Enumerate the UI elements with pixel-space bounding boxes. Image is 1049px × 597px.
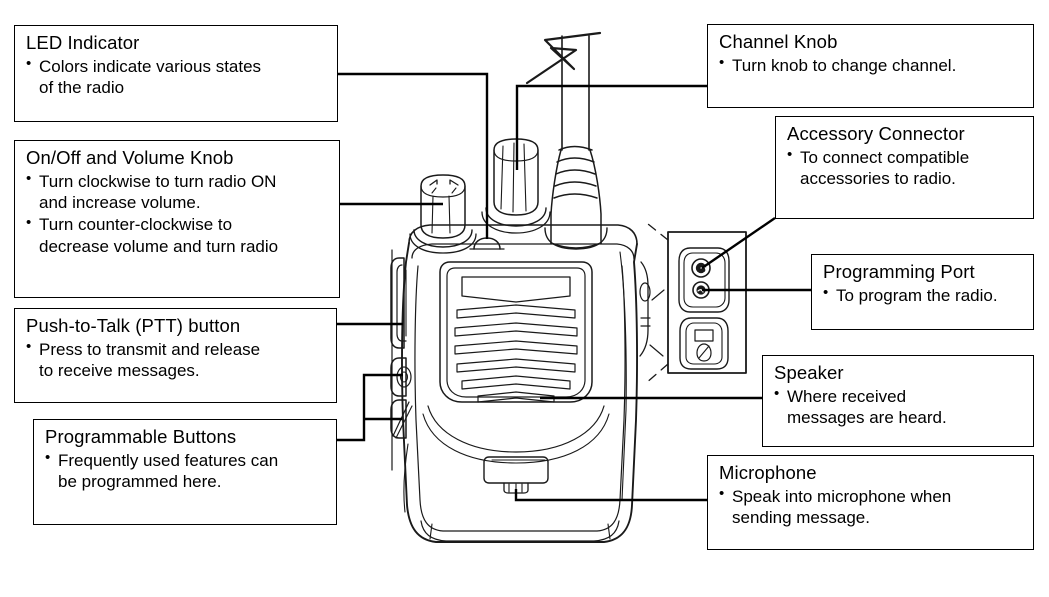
break-symbol [525, 31, 602, 85]
callout-programming-port: Programming Port To program the radio. [811, 254, 1034, 330]
bullet-line-2: accessories to radio. [800, 168, 956, 188]
bullet-line-2: sending message. [732, 507, 870, 527]
bullet-line-1: Frequently used features can [58, 450, 279, 470]
bullet-line-2: to receive messages. [39, 360, 200, 380]
bullet-line-2: messages are heard. [787, 407, 947, 427]
bullet-line-2: and increase volume. [39, 192, 201, 212]
bullet-line-2: decrease volume and turn radio [39, 236, 279, 256]
accessory-detail-panel [667, 231, 747, 374]
callout-title: Microphone [719, 462, 817, 483]
callout-bullets: Turn clockwise to turn radio ON and incr… [26, 170, 330, 258]
callout-title: Accessory Connector [787, 123, 965, 144]
leader-prog-upper [337, 373, 403, 442]
callout-bullet: Turn clockwise to turn radio ON and incr… [26, 170, 330, 214]
callout-title: Speaker [774, 362, 844, 383]
bullet-line-1: Colors indicate various states [39, 56, 262, 76]
bullet-line-2: of the radio [39, 77, 125, 97]
callout-bullet: To connect compatible accessories to rad… [787, 146, 1024, 190]
callout-speaker: Speaker Where received messages are hear… [762, 355, 1034, 447]
callout-bullets: Speak into microphone when sending messa… [719, 485, 1024, 529]
callout-bullets: To program the radio. [823, 284, 1024, 306]
callout-bullet: Press to transmit and release to receive… [26, 338, 327, 382]
leader-channel-knob [515, 84, 707, 170]
callout-bullets: Frequently used features can be programm… [45, 449, 327, 493]
callout-channel-knob: Channel Knob Turn knob to change channel… [707, 24, 1034, 108]
callout-title: LED Indicator [26, 32, 140, 53]
callout-volume-knob: On/Off and Volume Knob Turn clockwise to… [14, 140, 340, 298]
callout-bullet: Colors indicate various states of the ra… [26, 55, 328, 99]
bullet-line-1: Speak into microphone when [732, 486, 952, 506]
leader-led [337, 72, 489, 239]
callout-title: Push-to-Talk (PTT) button [26, 315, 241, 336]
callout-bullets: Press to transmit and release to receive… [26, 338, 327, 382]
callout-bullets: Turn knob to change channel. [719, 54, 1024, 76]
callout-title: Channel Knob [719, 31, 838, 52]
callout-bullets: To connect compatible accessories to rad… [787, 146, 1024, 190]
bullet-line-1: Turn counter-clockwise to [39, 215, 233, 235]
lower-front-contour [422, 405, 610, 464]
callout-programmable-buttons: Programmable Buttons Frequently used fea… [33, 419, 337, 525]
volume-knob [409, 174, 477, 254]
callout-led-indicator: LED Indicator Colors indicate various st… [14, 25, 338, 122]
accessory-area-on-body [639, 261, 651, 357]
callout-bullet: Speak into microphone when sending messa… [719, 485, 1024, 529]
callout-microphone: Microphone Speak into microphone when se… [707, 455, 1034, 550]
leader-accessory-connector [701, 217, 776, 269]
callout-bullet: Where received messages are heard. [774, 385, 1024, 429]
leader-microphone [514, 489, 707, 502]
callout-bullet: Turn counter-clockwise to decrease volum… [26, 214, 330, 257]
bullet-line-1: Where received [787, 386, 907, 406]
callout-bullet: Frequently used features can be programm… [45, 449, 327, 493]
callout-title: On/Off and Volume Knob [26, 147, 234, 168]
body-right-scuff [649, 289, 665, 357]
bullet-line-1: To program the radio. [836, 285, 998, 305]
callout-accessory-connector: Accessory Connector To connect compatibl… [775, 116, 1034, 219]
bullet-line-1: Press to transmit and release [39, 339, 261, 359]
callout-bullet: Turn knob to change channel. [719, 54, 1024, 76]
callout-title: Programming Port [823, 261, 975, 282]
callout-bullets: Where received messages are heard. [774, 385, 1024, 429]
callout-ptt-button: Push-to-Talk (PTT) button Press to trans… [14, 308, 337, 403]
bullet-line-1: Turn clockwise to turn radio ON [39, 171, 277, 191]
callout-bullet: To program the radio. [823, 284, 1024, 306]
bullet-line-1: Turn knob to change channel. [732, 55, 957, 75]
bullet-line-2: be programmed here. [58, 471, 222, 491]
detail-panel-corner-leaders [644, 223, 669, 385]
callout-title: Programmable Buttons [45, 426, 237, 447]
callout-bullets: Colors indicate various states of the ra… [26, 55, 328, 99]
bullet-line-1: To connect compatible [800, 147, 970, 167]
